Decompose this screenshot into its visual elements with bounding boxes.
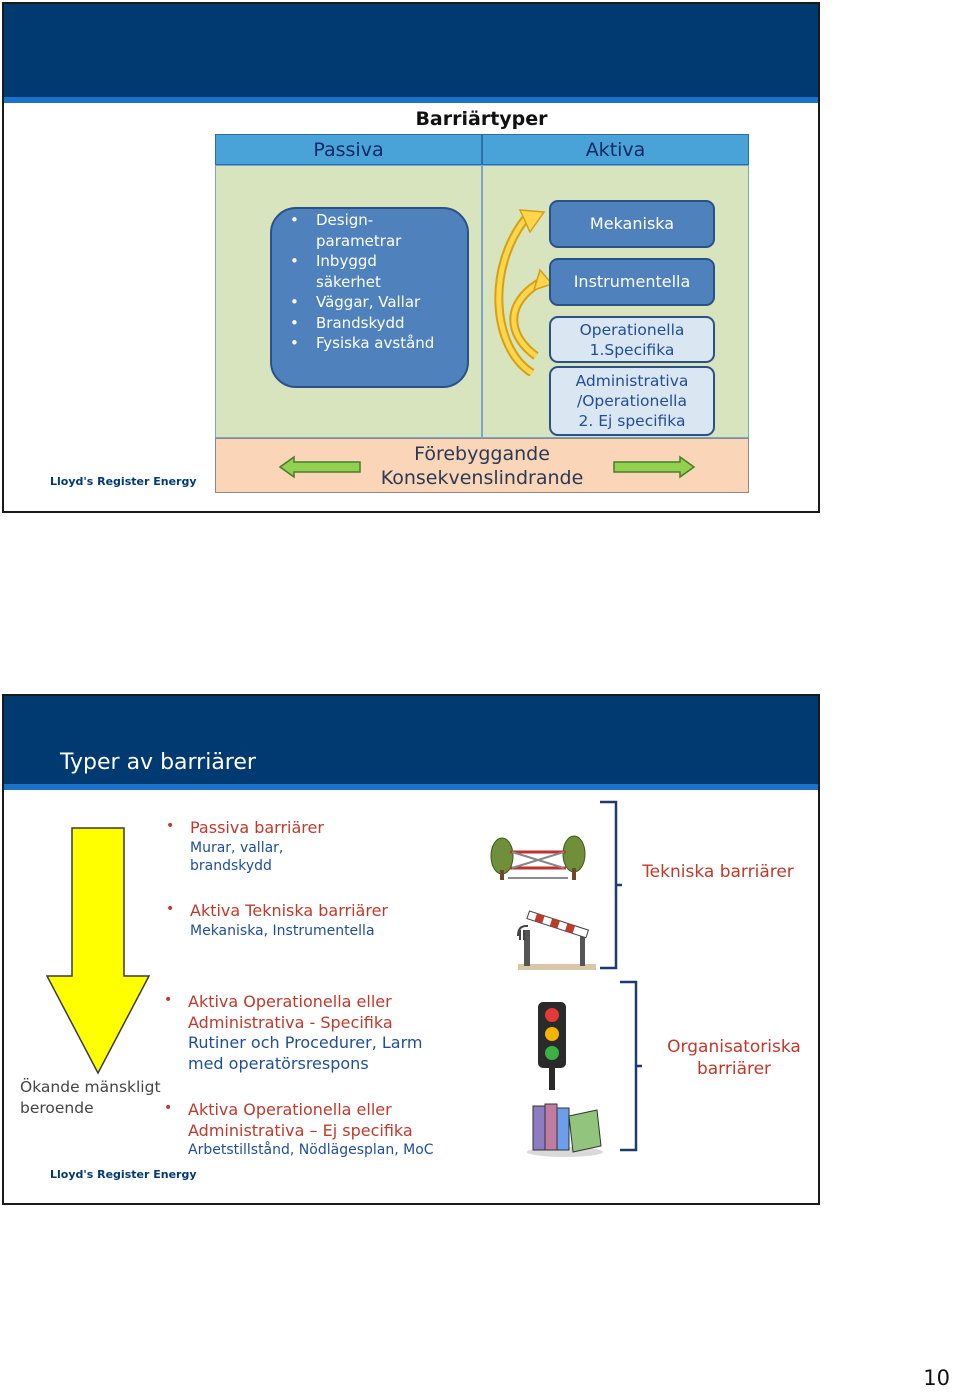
slide-header-stripe [4, 97, 818, 103]
active-box-administrative: Administrativa /Operationella 2. Ej spec… [549, 366, 715, 436]
curved-arrows-icon [494, 209, 554, 376]
slide-barrier-kinds [2, 694, 820, 1205]
mitigating-label: Konsekvenslindrande [380, 467, 584, 489]
page-number: 10 [923, 1366, 950, 1390]
arrow-left-icon [278, 455, 361, 479]
lloyds-logo: Lloyd's Register Energy [50, 1168, 197, 1181]
yellow-down-arrow-icon [45, 827, 151, 1075]
lloyds-logo: Lloyd's Register Energy [50, 475, 197, 488]
bullet-active-operational-specific: Aktiva Operationella eller Administrativ… [188, 992, 423, 1073]
bullet-passive: Passiva barriärer Murar, vallar, brandsk… [190, 818, 324, 874]
organizational-barriers-label: Organisatoriska barriärer [667, 1037, 801, 1079]
active-box-operational: Operationella 1.Specifika [549, 316, 715, 363]
list-item: Fysiska avstånd [290, 333, 465, 354]
slide-title: Typer av barriärer [60, 750, 256, 775]
manual-books-icon [527, 1103, 603, 1157]
arrow-right-icon [613, 455, 696, 479]
traffic-light-icon [538, 1002, 566, 1090]
bullet-dot: • [164, 1100, 173, 1116]
bullet-dot: • [164, 992, 173, 1008]
list-item: Design-parametrar [290, 210, 465, 251]
active-box-instrumented: Instrumentella [549, 258, 715, 306]
bullet-active-technical: Aktiva Tekniska barriärer Mekaniska, Ins… [190, 901, 388, 939]
arrow-caption: Ökande mänskligt beroende [20, 1078, 161, 1117]
slide-header-stripe [4, 784, 818, 790]
bullet-dot: • [166, 901, 175, 917]
list-item: Brandskydd [290, 313, 465, 334]
tech-bracket [600, 800, 622, 970]
slide-header-bar [4, 4, 818, 97]
bullet-active-operational-nonspecific: Aktiva Operationella eller Administrativ… [188, 1100, 434, 1158]
org-bracket [620, 980, 642, 1152]
active-box-mechanical: Mekaniska [549, 200, 715, 248]
technical-barriers-label: Tekniska barriärer [642, 862, 794, 882]
passive-header: Passiva [215, 134, 482, 165]
active-header: Aktiva [482, 134, 749, 165]
list-item: Väggar, Vallar [290, 292, 465, 313]
fence-barrier-icon [490, 835, 586, 880]
bullet-dot: • [166, 818, 175, 834]
preventive-label: Förebyggande [414, 443, 550, 465]
page-title: Barriärtyper [415, 108, 548, 130]
boom-gate-icon [517, 910, 596, 970]
slide-header-bar [4, 696, 818, 784]
